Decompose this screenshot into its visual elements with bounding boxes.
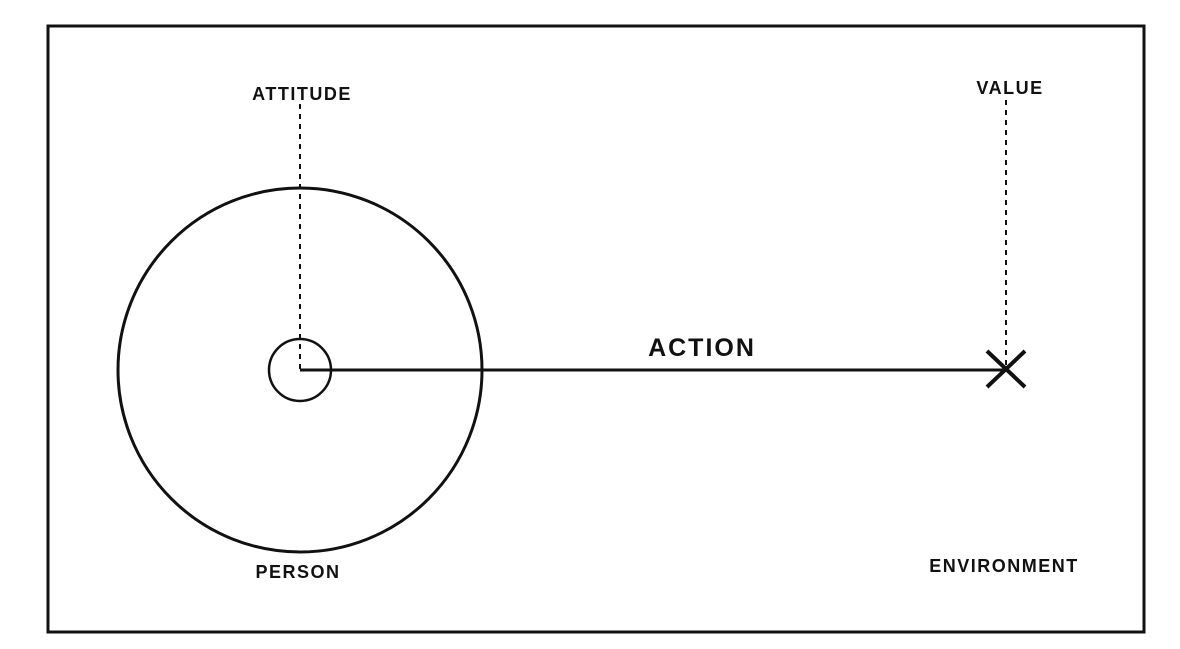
value-cross-marker (985, 349, 1027, 389)
environment-frame (46, 24, 1146, 634)
person-label: PERSON (255, 562, 340, 582)
action-label: ACTION (648, 334, 756, 362)
attitude-label: ATTITUDE (252, 84, 352, 104)
environment-label: ENVIRONMENT (929, 556, 1079, 576)
value-label: VALUE (976, 78, 1043, 98)
